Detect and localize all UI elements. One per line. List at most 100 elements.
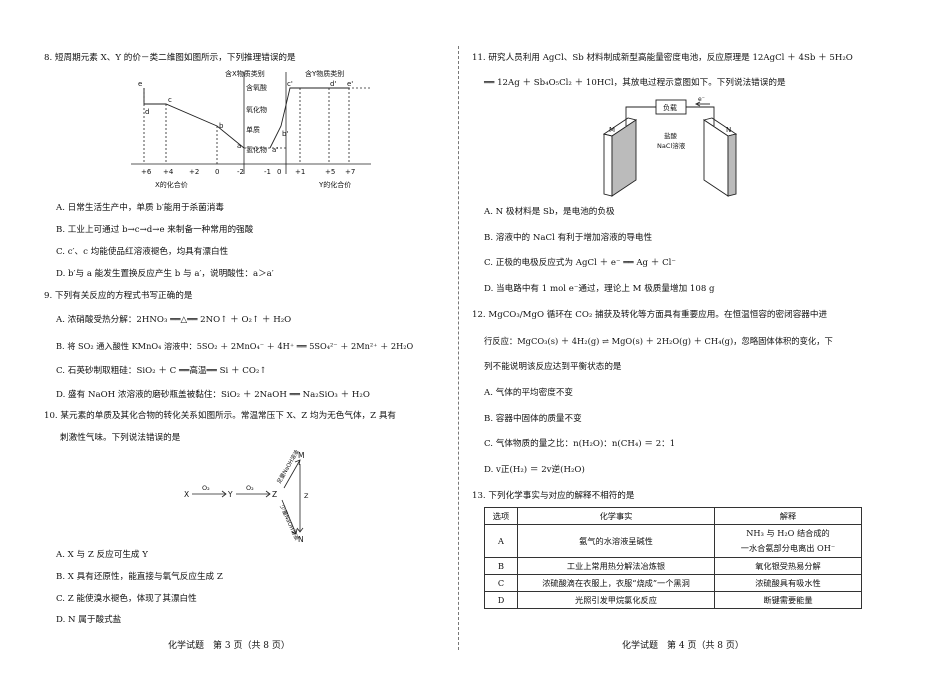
row-c-option: C xyxy=(484,574,518,592)
x-tick-5: -2 xyxy=(237,168,244,176)
q11-stem-line2: ══ 12Ag ＋ Sb₄O₅Cl₂ ＋ 10HCl，其放电过程示意图如下。下列… xyxy=(484,78,786,88)
q9-option-a: A. 浓硝酸受热分解：2HNO₃ ══△══ 2NO↑ ＋ O₂↑ ＋ H₂O xyxy=(56,315,292,325)
q12-option-a: A. 气体的平均密度不变 xyxy=(484,388,574,398)
q12-stem-line1: 12. MgCO₃/MgO 循环在 CO₂ 捕获及转化等方面具有重要应用。在恒温… xyxy=(472,310,828,320)
row-a-option: A xyxy=(484,524,518,558)
q9-option-b: B. 将 SO₂ 通入酸性 KMnO₄ 溶液中：5SO₂ ＋ 2MnO₄⁻ ＋ … xyxy=(56,341,414,351)
q8-option-d: D. b′与 a 能发生置换反应产生 b 与 a′，说明酸性：a＞a′ xyxy=(56,269,274,279)
x-tick-1: +6 xyxy=(141,168,152,176)
col-header-option: 选项 xyxy=(484,507,518,525)
row-a-explanation: NH₃ 与 H₂O 结合成的 一水合氨部分电离出 OH⁻ xyxy=(714,524,862,558)
q13-table: 选项 化学事实 解释 A 氨气的水溶液呈碱性 NH₃ 与 H₂O 结合成的 一水… xyxy=(484,507,862,609)
q10-stem-line1: 10. 某元素的单质及其化合物的转化关系如图所示。常温常压下 X、Z 均为无色气… xyxy=(44,411,397,421)
node-y: Y xyxy=(227,490,233,499)
q9-option-d: D. 盛有 NaOH 浓溶液的磨砂瓶盖被黏住：SiO₂ ＋ 2NaOH ══ N… xyxy=(56,390,370,400)
table-header-row: 选项 化学事实 解释 xyxy=(484,507,862,525)
q12-stem-line2: 行反应：MgCO₃(s) ＋ 4H₂(g) ⇌ MgO(s) ＋ 2H₂O(g)… xyxy=(484,336,833,346)
y-tick-5: +7 xyxy=(345,168,355,176)
y-tick-4: +5 xyxy=(325,168,335,176)
pt-e-prime: e' xyxy=(347,80,353,88)
x-axis-label: X的化合价 xyxy=(155,180,188,189)
footer-page-4: 化学试题 第 4 页（共 8 页） xyxy=(622,641,744,651)
node-x: X xyxy=(184,490,189,499)
q13-stem: 13. 下列化学事实与对应的解释不相符的是 xyxy=(472,491,635,501)
q12-stem-line3: 列不能说明该反应达到平衡状态的是 xyxy=(484,362,622,372)
row-b-explanation: 氧化银受热易分解 xyxy=(714,557,862,575)
pt-a-prime: a' xyxy=(272,146,278,154)
row-a-fact: 氨气的水溶液呈碱性 xyxy=(517,524,715,558)
electron-label: e⁻ xyxy=(698,96,705,103)
electrode-m-label: M xyxy=(609,126,615,134)
x-tick-4: 0 xyxy=(215,168,219,176)
table-row: C 浓硫酸滴在衣服上，衣服“烧成”一个黑洞 浓硫酸具有吸水性 xyxy=(484,574,862,592)
node-z: Z xyxy=(272,490,277,499)
row-b-fact: 工业上常用热分解法冶炼银 xyxy=(517,557,715,575)
q9-option-c: C. 石英砂制取粗硅：SiO₂ ＋ C ══高温══ Si ＋ CO₂↑ xyxy=(56,366,267,376)
cat-oxide: 氧化物 xyxy=(246,105,267,114)
row-c-explanation: 浓硫酸具有吸水性 xyxy=(714,574,862,592)
table-row: A 氨气的水溶液呈碱性 NH₃ 与 H₂O 结合成的 一水合氨部分电离出 OH⁻ xyxy=(484,524,862,558)
excess-naoh-label: 足量NaOH溶液 xyxy=(275,450,301,485)
q11-option-d: D. 当电路中有 1 mol e⁻通过，理论上 M 极质量增加 108 g xyxy=(484,284,715,294)
pt-a: a xyxy=(237,142,241,150)
q11-option-b: B. 溶液中的 NaCl 有利于增加溶液的导电性 xyxy=(484,233,653,243)
row-a-explanation-line2: 一水合氨部分电离出 OH⁻ xyxy=(740,543,836,553)
electrode-n-label: N xyxy=(726,126,731,134)
q10-conversion-diagram: X Y Z M N O₂ O₂ Z 足量NaOH溶液 少量NaOH溶液 xyxy=(184,450,309,544)
solution-hcl-label: 盐酸 xyxy=(664,131,678,140)
solution-nacl-label: NaCl溶液 xyxy=(657,141,686,150)
x-type-label: 含X物质类别 xyxy=(225,69,265,78)
q11-option-c: C. 正极的电极反应式为 AgCl ＋ e⁻ ══ Ag ＋ Cl⁻ xyxy=(484,258,676,268)
y-type-label: 含Y物质类别 xyxy=(305,69,344,78)
row-b-option: B xyxy=(484,557,518,575)
q11-option-a: A. N 极材料是 Sb，是电池的负极 xyxy=(484,207,615,217)
table-row: D 光照引发甲烷氯化反应 断键需要能量 xyxy=(484,591,862,609)
row-d-explanation: 断键需要能量 xyxy=(714,591,862,609)
q9-stem: 9. 下列有关反应的方程式书写正确的是 xyxy=(44,291,193,301)
q8-stem: 8. 短周期元素 X、Y 的价－类二维图如图所示，下列推理错误的是 xyxy=(44,53,296,63)
pt-c: c xyxy=(168,96,172,104)
column-divider xyxy=(458,46,460,650)
y-tick-3: +1 xyxy=(295,168,305,176)
pt-d-prime: d' xyxy=(330,80,336,88)
z-label-right: Z xyxy=(304,492,309,500)
y-tick-2: 0 xyxy=(277,168,281,176)
y-axis-label: Y的化合价 xyxy=(318,180,351,189)
o2-label-1: O₂ xyxy=(202,484,210,492)
col-header-fact: 化学事实 xyxy=(517,507,715,525)
x-tick-2: +4 xyxy=(163,168,174,176)
table-row: B 工业上常用热分解法冶炼银 氧化银受热易分解 xyxy=(484,557,862,575)
little-naoh-label: 少量NaOH溶液 xyxy=(278,504,301,542)
q10-option-b: B. X 具有还原性，能直接与氧气反应生成 Z xyxy=(56,572,223,582)
row-d-option: D xyxy=(484,591,518,609)
q12-option-c: C. 气体物质的量之比：n(H₂O)：n(CH₄) ＝ 2：1 xyxy=(484,439,676,449)
node-m: M xyxy=(298,451,304,460)
row-d-fact: 光照引发甲烷氯化反应 xyxy=(517,591,715,609)
x-tick-3: +2 xyxy=(189,168,199,176)
q12-option-b: B. 容器中固体的质量不变 xyxy=(484,414,582,424)
footer-page-3: 化学试题 第 3 页（共 8 页） xyxy=(168,641,290,651)
cat-hydride: 氢化物 xyxy=(246,145,267,154)
q11-battery-diagram: 负载 e⁻ M N 盐酸 NaCl溶液 xyxy=(602,96,738,197)
q8-option-b: B. 工业上可通过 b→c→d→e 来制备一种常用的强酸 xyxy=(56,225,254,235)
node-n: N xyxy=(298,535,304,544)
cat-element: 单质 xyxy=(246,125,260,134)
pt-e: e xyxy=(138,80,142,88)
o2-label-2: O₂ xyxy=(246,484,254,492)
q10-stem-line2: 刺激性气味。下列说法错误的是 xyxy=(60,433,181,443)
row-a-explanation-line1: NH₃ 与 H₂O 结合成的 xyxy=(746,528,830,538)
q12-option-d: D. v正(H₂) ＝ 2v逆(H₂O) xyxy=(484,465,585,475)
pt-c-prime: c' xyxy=(287,80,293,88)
row-c-fact: 浓硫酸滴在衣服上，衣服“烧成”一个黑洞 xyxy=(517,574,715,592)
cat-oxyacid: 含氧酸 xyxy=(246,83,267,92)
q8-valence-diagram: 含X物质类别 含Y物质类别 含氧酸 氧化物 单质 氢化物 +6 +4 +2 0 … xyxy=(131,69,371,189)
pt-d: d xyxy=(145,108,149,116)
pt-b: b xyxy=(219,122,224,130)
q11-stem-line1: 11. 研究人员利用 AgCl、Sb 材料制成新型高能量密度电池，反应原理是 1… xyxy=(472,53,853,63)
load-label: 负载 xyxy=(663,103,677,112)
y-tick-1: -1 xyxy=(264,168,271,176)
q10-option-d: D. N 属于酸式盐 xyxy=(56,615,122,625)
q10-option-c: C. Z 能使溴水褪色，体现了其漂白性 xyxy=(56,594,197,604)
q8-option-c: C. c′、c 均能使品红溶液褪色，均具有漂白性 xyxy=(56,247,229,257)
col-header-explanation: 解释 xyxy=(714,507,862,525)
